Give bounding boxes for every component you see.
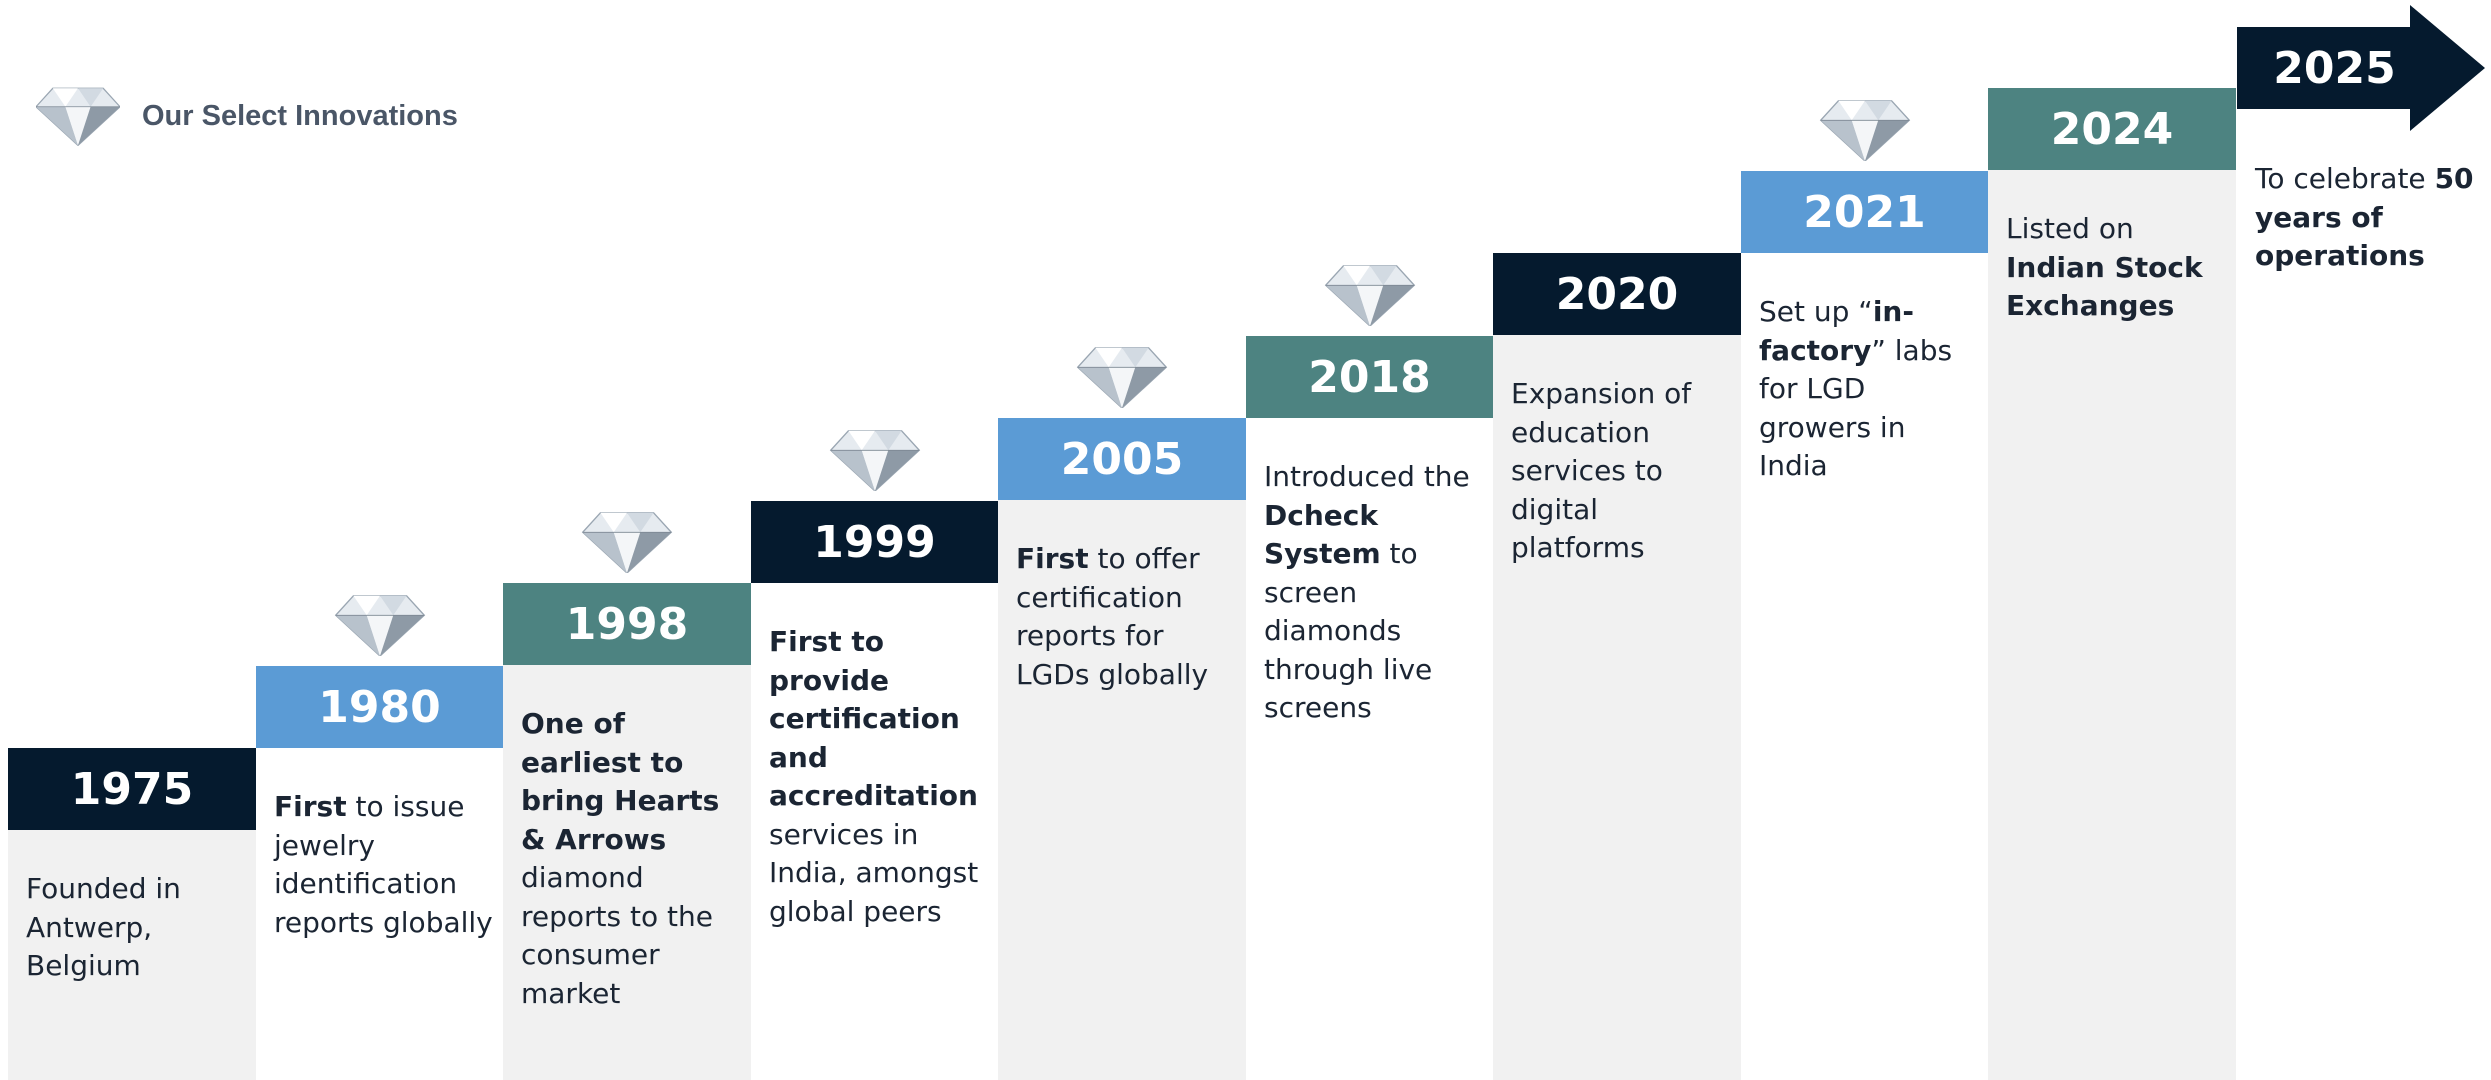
diamond-icon — [1074, 346, 1170, 409]
legend: Our Select Innovations — [36, 86, 458, 146]
milestone-2024-text-1: Indian Stock Exchanges — [2006, 250, 2203, 323]
milestone-panel: Introduced the Dcheck System to screen d… — [1246, 418, 1493, 1080]
milestone-description: Introduced the Dcheck System to screen d… — [1264, 458, 1485, 728]
milestone-description: Founded in Antwerp, Belgium — [26, 870, 248, 986]
milestone-panel: First to offer certification reports for… — [998, 500, 1246, 1080]
diamond-icon — [579, 511, 675, 574]
arrow-2025 — [2237, 5, 2485, 131]
diamond-icon — [1322, 264, 1418, 327]
milestone-panel: Listed on Indian Stock Exchanges — [1988, 170, 2236, 1080]
year-1980: 1980 — [256, 666, 503, 748]
milestone-panel: Expansion of education services to digit… — [1493, 335, 1741, 1080]
milestone-1980-text-1: to issue jewelry identification reports … — [274, 790, 493, 939]
milestone-description: Listed on Indian Stock Exchanges — [2006, 210, 2228, 326]
year-2021: 2021 — [1741, 171, 1988, 253]
milestone-2018-text-0: Introduced the — [1264, 460, 1470, 493]
milestone-panel: One of earliest to bring Hearts & Arrows… — [503, 665, 751, 1080]
year-2025: 2025 — [2273, 42, 2396, 94]
diamond-icon — [1817, 99, 1913, 162]
milestone-2005-text-1: to offer certification reports for LGDs … — [1016, 542, 1209, 691]
legend-title: Our Select Innovations — [142, 99, 458, 132]
milestone-description: First to offer certification reports for… — [1016, 540, 1238, 694]
milestone-1999-text-1: services in India, amongst global peers — [769, 817, 979, 928]
milestone-description: One of earliest to bring Hearts & Arrows… — [521, 705, 743, 1013]
final-text-0: To celebrate — [2255, 162, 2435, 195]
diamond-icon — [827, 429, 923, 492]
milestone-description: Set up “in-factory” labs for LGD growers… — [1759, 293, 1980, 486]
milestone-1998-text-1: diamond reports to the consumer market — [521, 861, 713, 1010]
milestone-panel: Founded in Antwerp, Belgium — [8, 830, 256, 1080]
milestone-2018-text-2: to screen diamonds through live screens — [1264, 537, 1433, 724]
milestone-1975-text-0: Founded in Antwerp, Belgium — [26, 872, 181, 982]
milestone-description: Expansion of education services to digit… — [1511, 375, 1733, 568]
milestone-2018-text-1: Dcheck System — [1264, 498, 1381, 571]
milestone-1999-text-0: First to provide certification and accre… — [769, 625, 978, 812]
year-1975: 1975 — [8, 748, 256, 830]
diamond-icon — [332, 594, 428, 657]
milestone-2024-text-0: Listed on — [2006, 212, 2134, 245]
milestone-2021-text-0: Set up “ — [1759, 295, 1873, 328]
milestone-panel: Set up “in-factory” labs for LGD growers… — [1741, 253, 1988, 1080]
milestone-2021-text-1: in-factory — [1759, 295, 1914, 367]
milestone-description: First to issue jewelry identification re… — [274, 788, 495, 942]
milestone-2020-text-0: Expansion of education services to digit… — [1511, 377, 1692, 564]
milestone-2005-text-0: First — [1016, 542, 1089, 575]
diamond-icon — [36, 87, 120, 146]
milestone-1998-text-0: One of earliest to bring Hearts & Arrows — [521, 707, 720, 856]
milestone-panel: First to issue jewelry identification re… — [256, 748, 503, 1080]
milestone-2021-text-2: ” labs for LGD growers in India — [1759, 333, 1953, 483]
final-description: To celebrate 50 years of operations — [2255, 160, 2485, 276]
year-2018: 2018 — [1246, 336, 1493, 418]
year-1998: 1998 — [503, 583, 751, 665]
final-text-1: 50 years of operations — [2255, 162, 2474, 272]
milestone-1980-text-0: First — [274, 790, 347, 823]
milestone-panel: First to provide certification and accre… — [751, 583, 998, 1080]
year-2005: 2005 — [998, 418, 1246, 500]
year-1999: 1999 — [751, 501, 998, 583]
milestone-description: First to provide certification and accre… — [769, 623, 990, 931]
year-2024: 2024 — [1988, 88, 2236, 170]
year-2020: 2020 — [1493, 253, 1741, 335]
